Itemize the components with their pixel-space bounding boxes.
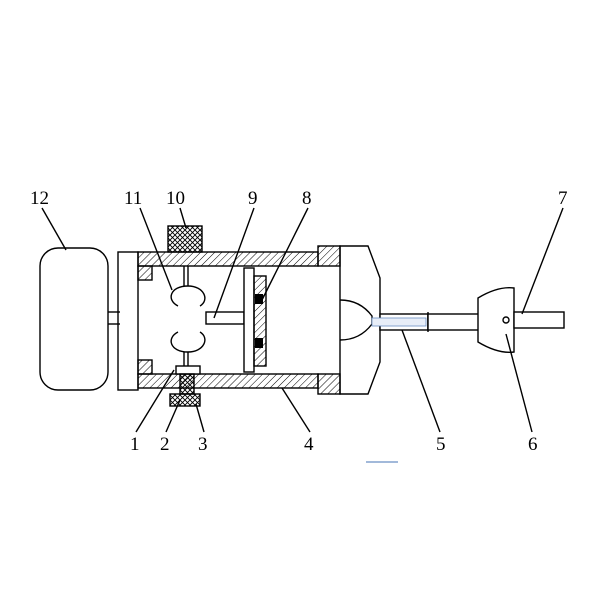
callout-8: 8 [302,188,312,209]
callout-6: 6 [528,434,538,455]
callout-9: 9 [248,188,258,209]
needle-tube [371,312,493,332]
handle-rod [513,311,565,329]
leader-lines [41,207,564,433]
bottom-screw [169,365,201,407]
callout-labels: 12 11 10 9 8 7 1 2 3 4 5 6 [30,188,568,455]
piston-rod [205,311,245,325]
callout-10: 10 [166,188,185,209]
callout-4: 4 [304,434,314,455]
callout-3: 3 [198,434,208,455]
cup [477,287,515,353]
callout-12: 12 [30,188,49,209]
clip-claw [170,266,206,366]
callout-2: 2 [160,434,170,455]
motor-body [39,247,109,391]
callout-7: 7 [558,188,568,209]
top-knob [167,225,203,253]
callout-1: 1 [130,434,140,455]
callout-5: 5 [436,434,446,455]
piston [243,267,267,373]
callout-11: 11 [124,188,142,209]
